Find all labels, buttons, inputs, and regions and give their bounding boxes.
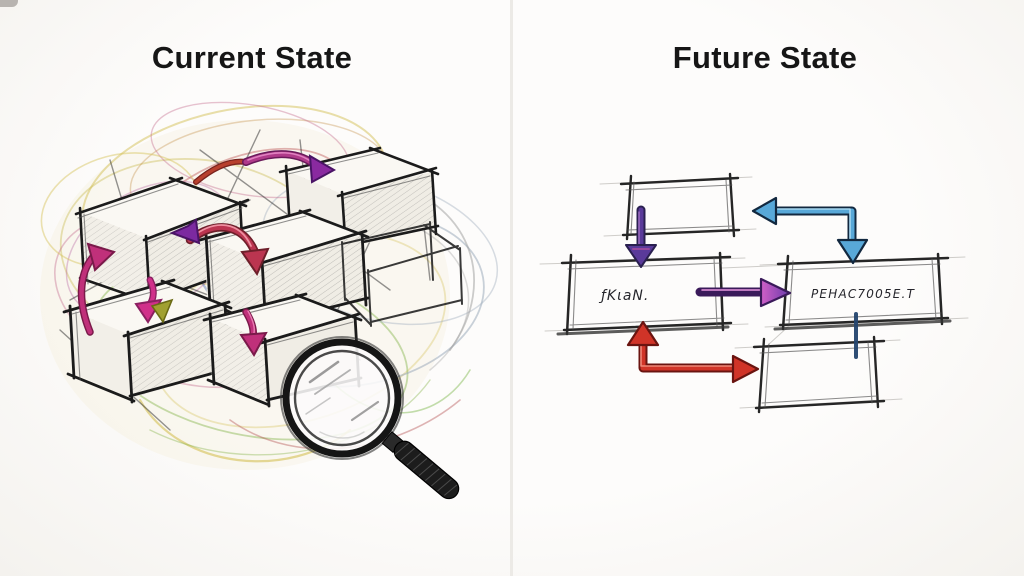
flow-box-plan-label: ƒKιaN.	[598, 288, 649, 304]
flow-box-bottom	[752, 335, 886, 414]
arrow-blue-elbow	[751, 196, 869, 265]
arrowhead	[308, 154, 337, 184]
pencil-smudge	[0, 0, 18, 7]
arrowhead	[86, 242, 116, 272]
arrow-plan-to-process	[695, 277, 792, 308]
magnifier-handle	[381, 431, 460, 500]
current-state-sketch	[40, 101, 499, 500]
current-state-title: Current State	[151, 40, 353, 75]
arrowhead	[759, 277, 792, 308]
arrowhead	[731, 354, 760, 384]
arrowhead	[626, 320, 660, 347]
arrowhead	[836, 238, 869, 265]
arrowhead	[751, 196, 778, 226]
flow-box-top	[619, 172, 741, 241]
lens-glints	[305, 360, 380, 439]
flow-box-process: PEHAC7005E.T	[773, 252, 952, 331]
arrow-top-to-plan	[625, 205, 657, 268]
chaos-arrows	[77, 150, 337, 357]
arrowhead	[240, 247, 270, 277]
arrowhead	[169, 218, 201, 245]
panel-divider	[510, 0, 513, 576]
sketch-box	[62, 278, 234, 404]
arrow-red-elbow	[626, 320, 760, 384]
sketch-box-frame	[341, 221, 463, 327]
magnifier-icon	[280, 336, 460, 500]
flow-box-process-label: PEHAC7005E.T	[811, 287, 916, 301]
future-state-flowchart: ƒKιaN. PEHAC7005E.T	[539, 172, 969, 414]
arrowhead	[150, 298, 174, 324]
arrowhead	[239, 331, 268, 357]
future-state-title: Future State	[672, 40, 858, 75]
arrowhead	[625, 244, 657, 268]
